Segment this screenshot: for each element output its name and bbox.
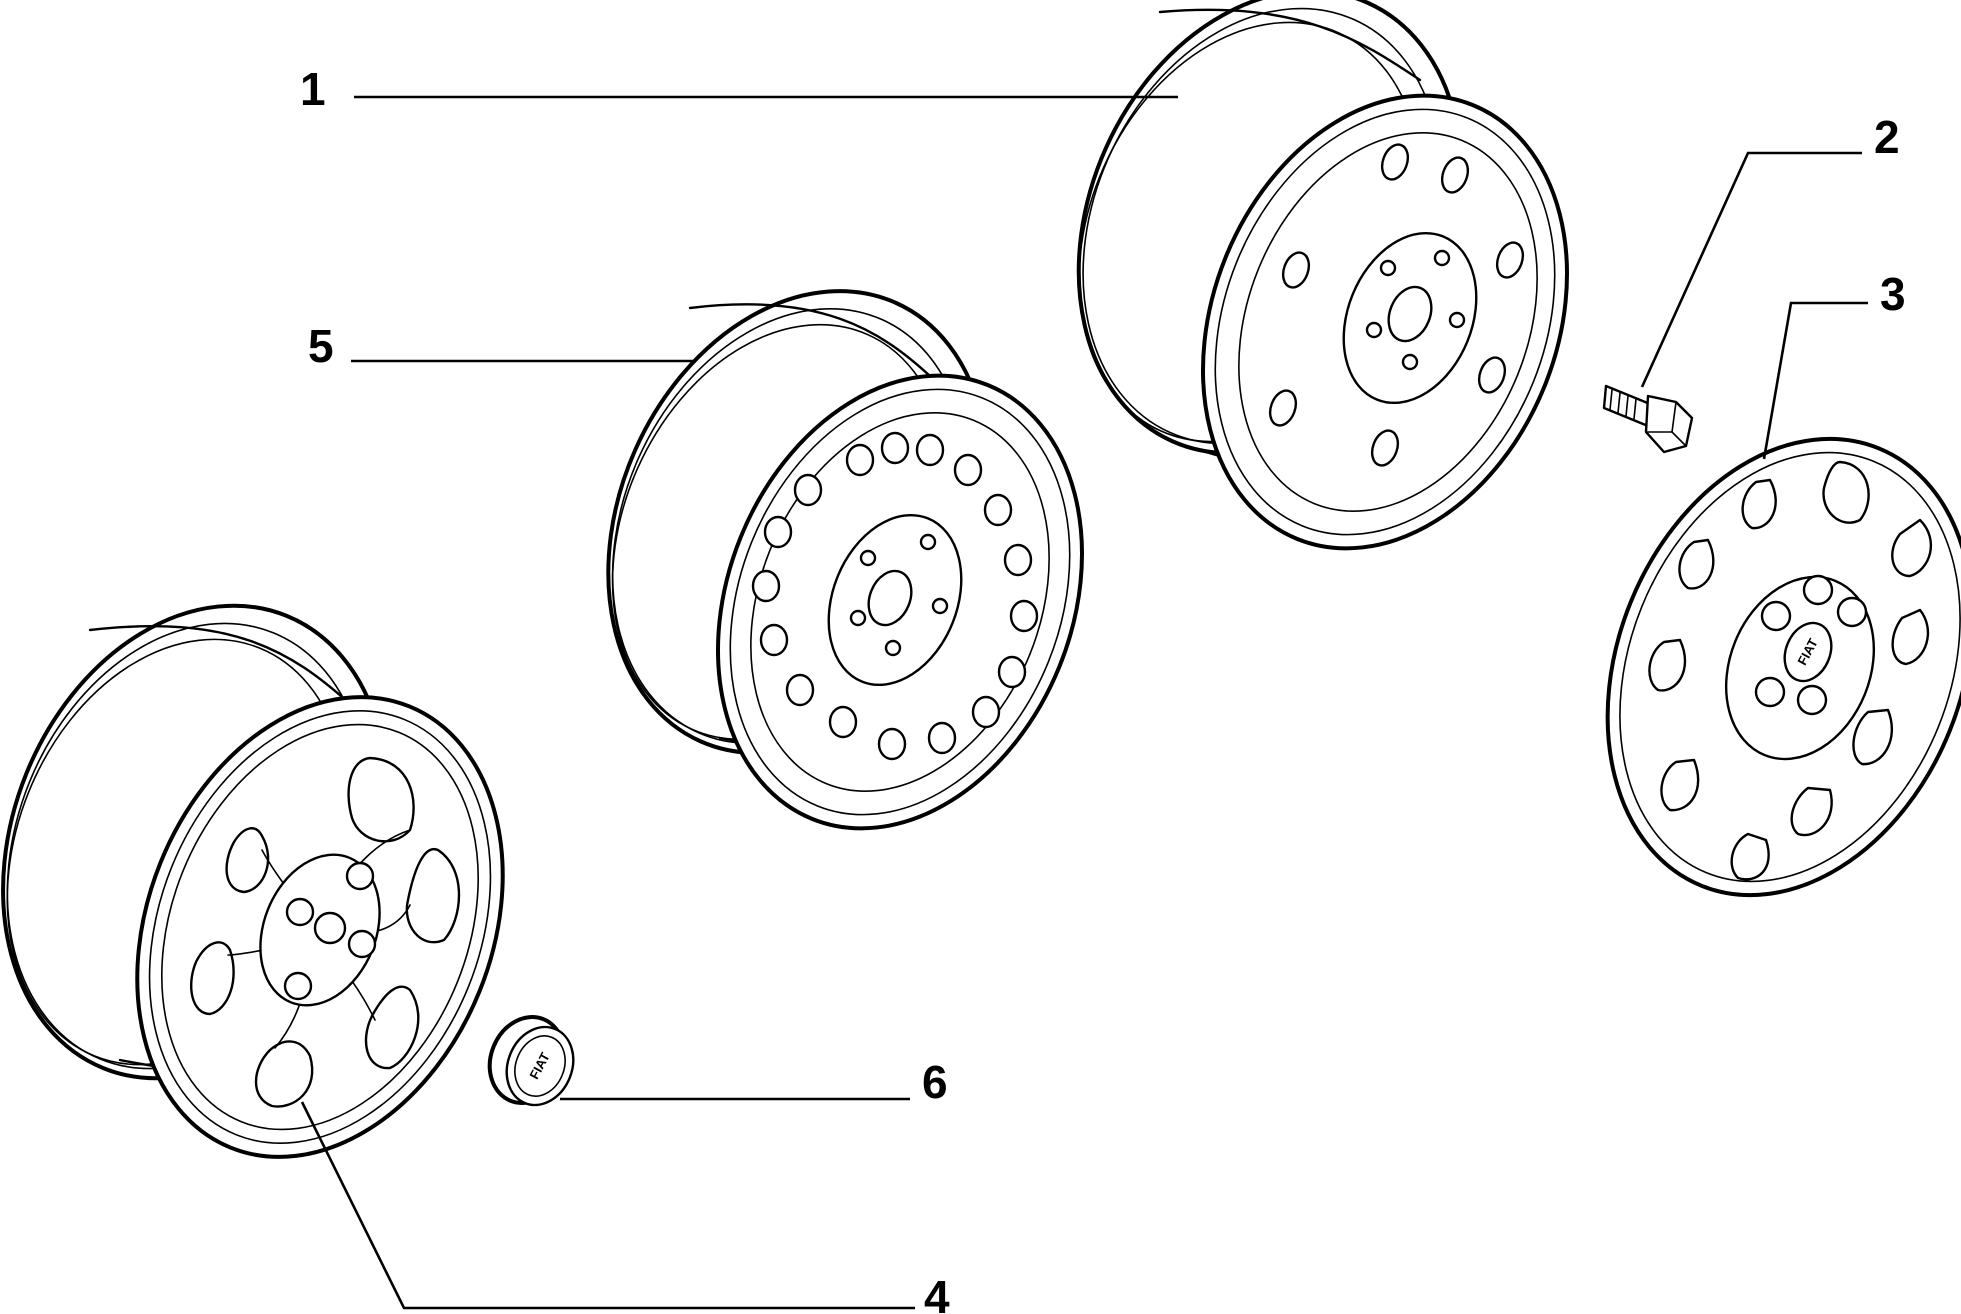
callout-6: 6	[922, 1056, 948, 1108]
center-cap-6: FIAT	[487, 1015, 575, 1107]
callout-labels: 1 2 3 4 5 6	[300, 63, 1906, 1314]
alloy-wheel-4	[1, 603, 505, 1159]
leader-lines	[300, 95, 1868, 1310]
hubcap-3: FIAT	[1605, 436, 1961, 898]
wheel-bolt-2	[1602, 384, 1694, 454]
leader-4	[300, 1101, 915, 1310]
callout-1: 1	[300, 63, 326, 115]
callout-3: 3	[1880, 268, 1906, 320]
leader-2	[1640, 151, 1862, 388]
callout-2: 2	[1874, 111, 1900, 163]
leader-3	[1762, 301, 1868, 460]
callout-5: 5	[308, 320, 334, 372]
steel-wheel-5	[606, 289, 1084, 831]
callout-4: 4	[924, 1271, 950, 1314]
steel-wheel-1	[1076, 0, 1569, 551]
